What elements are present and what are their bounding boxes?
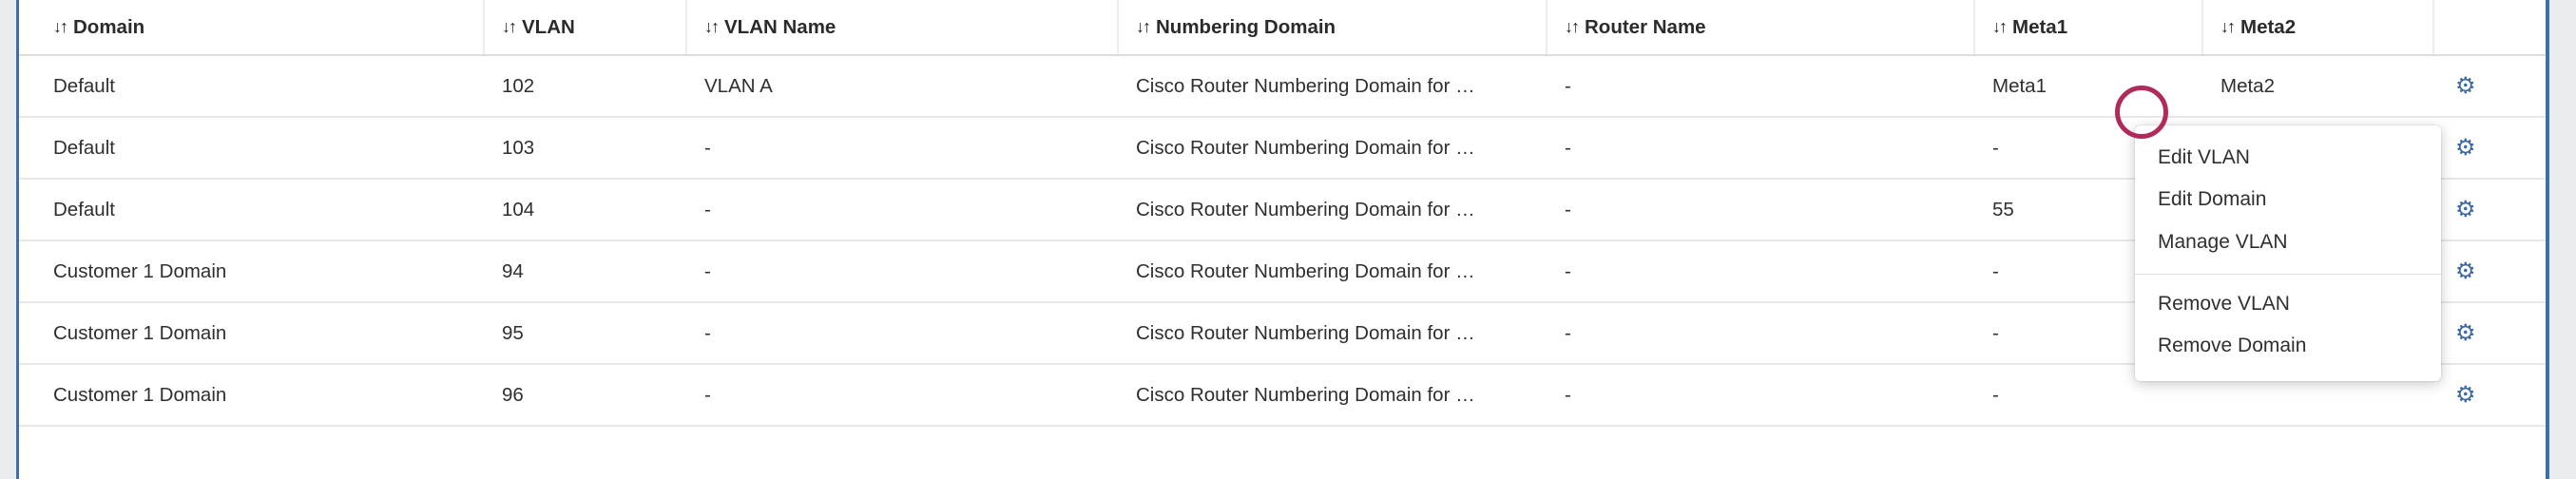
cell-vlan: 104: [483, 179, 685, 241]
cell-meta1: Meta1: [1973, 55, 2201, 118]
column-header-vlan-name[interactable]: ↓↑VLAN Name: [685, 0, 1117, 56]
cell-numbering-domain: Cisco Router Numbering Domain for …: [1117, 117, 1546, 180]
column-header-label: Router Name: [1585, 15, 1706, 38]
column-header-domain[interactable]: ↓↑Domain: [19, 0, 483, 56]
cell-router-name: -: [1546, 364, 1973, 427]
column-header-meta2[interactable]: ↓↑Meta2: [2201, 0, 2432, 56]
gear-icon[interactable]: ⚙: [2455, 134, 2476, 161]
cell-router-name: -: [1546, 55, 1973, 118]
cell-domain: Customer 1 Domain: [19, 302, 483, 365]
menu-separator: [2135, 274, 2441, 276]
column-header-label: VLAN Name: [724, 15, 836, 38]
column-header-label: Numbering Domain: [1156, 15, 1336, 38]
cell-numbering-domain: Cisco Router Numbering Domain for …: [1117, 55, 1546, 118]
sort-updown-icon: ↓↑: [53, 16, 68, 36]
gear-icon[interactable]: ⚙: [2455, 381, 2476, 408]
menu-item-manage-vlan[interactable]: Manage VLAN: [2158, 230, 2288, 253]
cell-domain: Customer 1 Domain: [19, 364, 483, 427]
menu-item-edit-vlan[interactable]: Edit VLAN: [2158, 146, 2250, 168]
cell-numbering-domain: Cisco Router Numbering Domain for …: [1117, 302, 1546, 365]
cell-vlan-name: -: [685, 364, 1117, 427]
cell-vlan: 95: [483, 302, 685, 365]
gear-icon[interactable]: ⚙: [2455, 319, 2476, 346]
sort-updown-icon: ↓↑: [1136, 16, 1151, 36]
cell-numbering-domain: Cisco Router Numbering Domain for …: [1117, 240, 1546, 303]
cell-actions[interactable]: ⚙: [2432, 55, 2546, 118]
cell-router-name: -: [1546, 240, 1973, 303]
cell-numbering-domain: Cisco Router Numbering Domain for …: [1117, 179, 1546, 241]
cell-vlan-name: -: [685, 302, 1117, 365]
menu-item-remove-domain[interactable]: Remove Domain: [2158, 335, 2307, 357]
column-header-label: Meta2: [2240, 15, 2297, 38]
column-header-label: Meta1: [2012, 15, 2068, 38]
cell-vlan-name: -: [685, 240, 1117, 303]
column-header-label: Domain: [73, 15, 145, 38]
gear-icon[interactable]: ⚙: [2455, 196, 2476, 222]
column-header-actions: [2432, 0, 2546, 56]
sort-updown-icon: ↓↑: [1992, 16, 2008, 36]
table-row[interactable]: Customer 1 Domain 96 - Cisco Router Numb…: [19, 364, 2546, 427]
cell-domain: Default: [19, 55, 483, 118]
cell-vlan: 96: [483, 364, 685, 427]
cell-actions[interactable]: ⚙: [2432, 240, 2546, 303]
cell-vlan: 102: [483, 55, 685, 118]
cell-domain: Default: [19, 117, 483, 180]
cell-router-name: -: [1546, 117, 1973, 180]
column-header-meta1[interactable]: ↓↑Meta1: [1973, 0, 2201, 56]
column-header-label: VLAN: [522, 15, 575, 38]
content-panel: ↓↑Domain ↓↑VLAN ↓↑VLAN Name ↓↑Numbering …: [16, 0, 2549, 479]
cell-numbering-domain: Cisco Router Numbering Domain for …: [1117, 364, 1546, 427]
table-header-row: ↓↑Domain ↓↑VLAN ↓↑VLAN Name ↓↑Numbering …: [19, 0, 2546, 56]
table-row[interactable]: Default 103 - Cisco Router Numbering Dom…: [19, 117, 2546, 180]
cell-domain: Customer 1 Domain: [19, 240, 483, 303]
column-header-numbering-domain[interactable]: ↓↑Numbering Domain: [1117, 0, 1546, 56]
row-context-menu[interactable]: Edit VLAN Edit Domain Manage VLAN Remove…: [2135, 125, 2441, 381]
table-header: ↓↑Domain ↓↑VLAN ↓↑VLAN Name ↓↑Numbering …: [19, 0, 2546, 56]
cell-actions[interactable]: ⚙: [2432, 302, 2546, 365]
column-header-router-name[interactable]: ↓↑Router Name: [1546, 0, 1973, 56]
menu-item-edit-domain[interactable]: Edit Domain: [2158, 188, 2267, 211]
gear-icon[interactable]: ⚙: [2455, 258, 2476, 284]
sort-updown-icon: ↓↑: [502, 16, 517, 36]
cell-vlan-name: -: [685, 117, 1117, 180]
column-header-vlan[interactable]: ↓↑VLAN: [483, 0, 685, 56]
cell-vlan: 94: [483, 240, 685, 303]
sort-updown-icon: ↓↑: [1565, 16, 1580, 36]
sort-updown-icon: ↓↑: [2220, 16, 2236, 36]
cell-domain: Default: [19, 179, 483, 241]
cell-actions[interactable]: ⚙: [2432, 117, 2546, 180]
cell-vlan: 103: [483, 117, 685, 180]
sort-updown-icon: ↓↑: [704, 16, 720, 36]
cell-router-name: -: [1546, 179, 1973, 241]
cell-vlan-name: -: [685, 179, 1117, 241]
cell-router-name: -: [1546, 302, 1973, 365]
table-row[interactable]: Default 102 VLAN A Cisco Router Numberin…: [19, 55, 2546, 118]
cell-actions[interactable]: ⚙: [2432, 179, 2546, 241]
cell-actions[interactable]: ⚙: [2432, 364, 2546, 427]
menu-item-remove-vlan[interactable]: Remove VLAN: [2158, 293, 2290, 316]
cell-meta2: Meta2: [2201, 55, 2432, 118]
cell-vlan-name: VLAN A: [685, 55, 1117, 118]
gear-icon[interactable]: ⚙: [2455, 72, 2476, 99]
